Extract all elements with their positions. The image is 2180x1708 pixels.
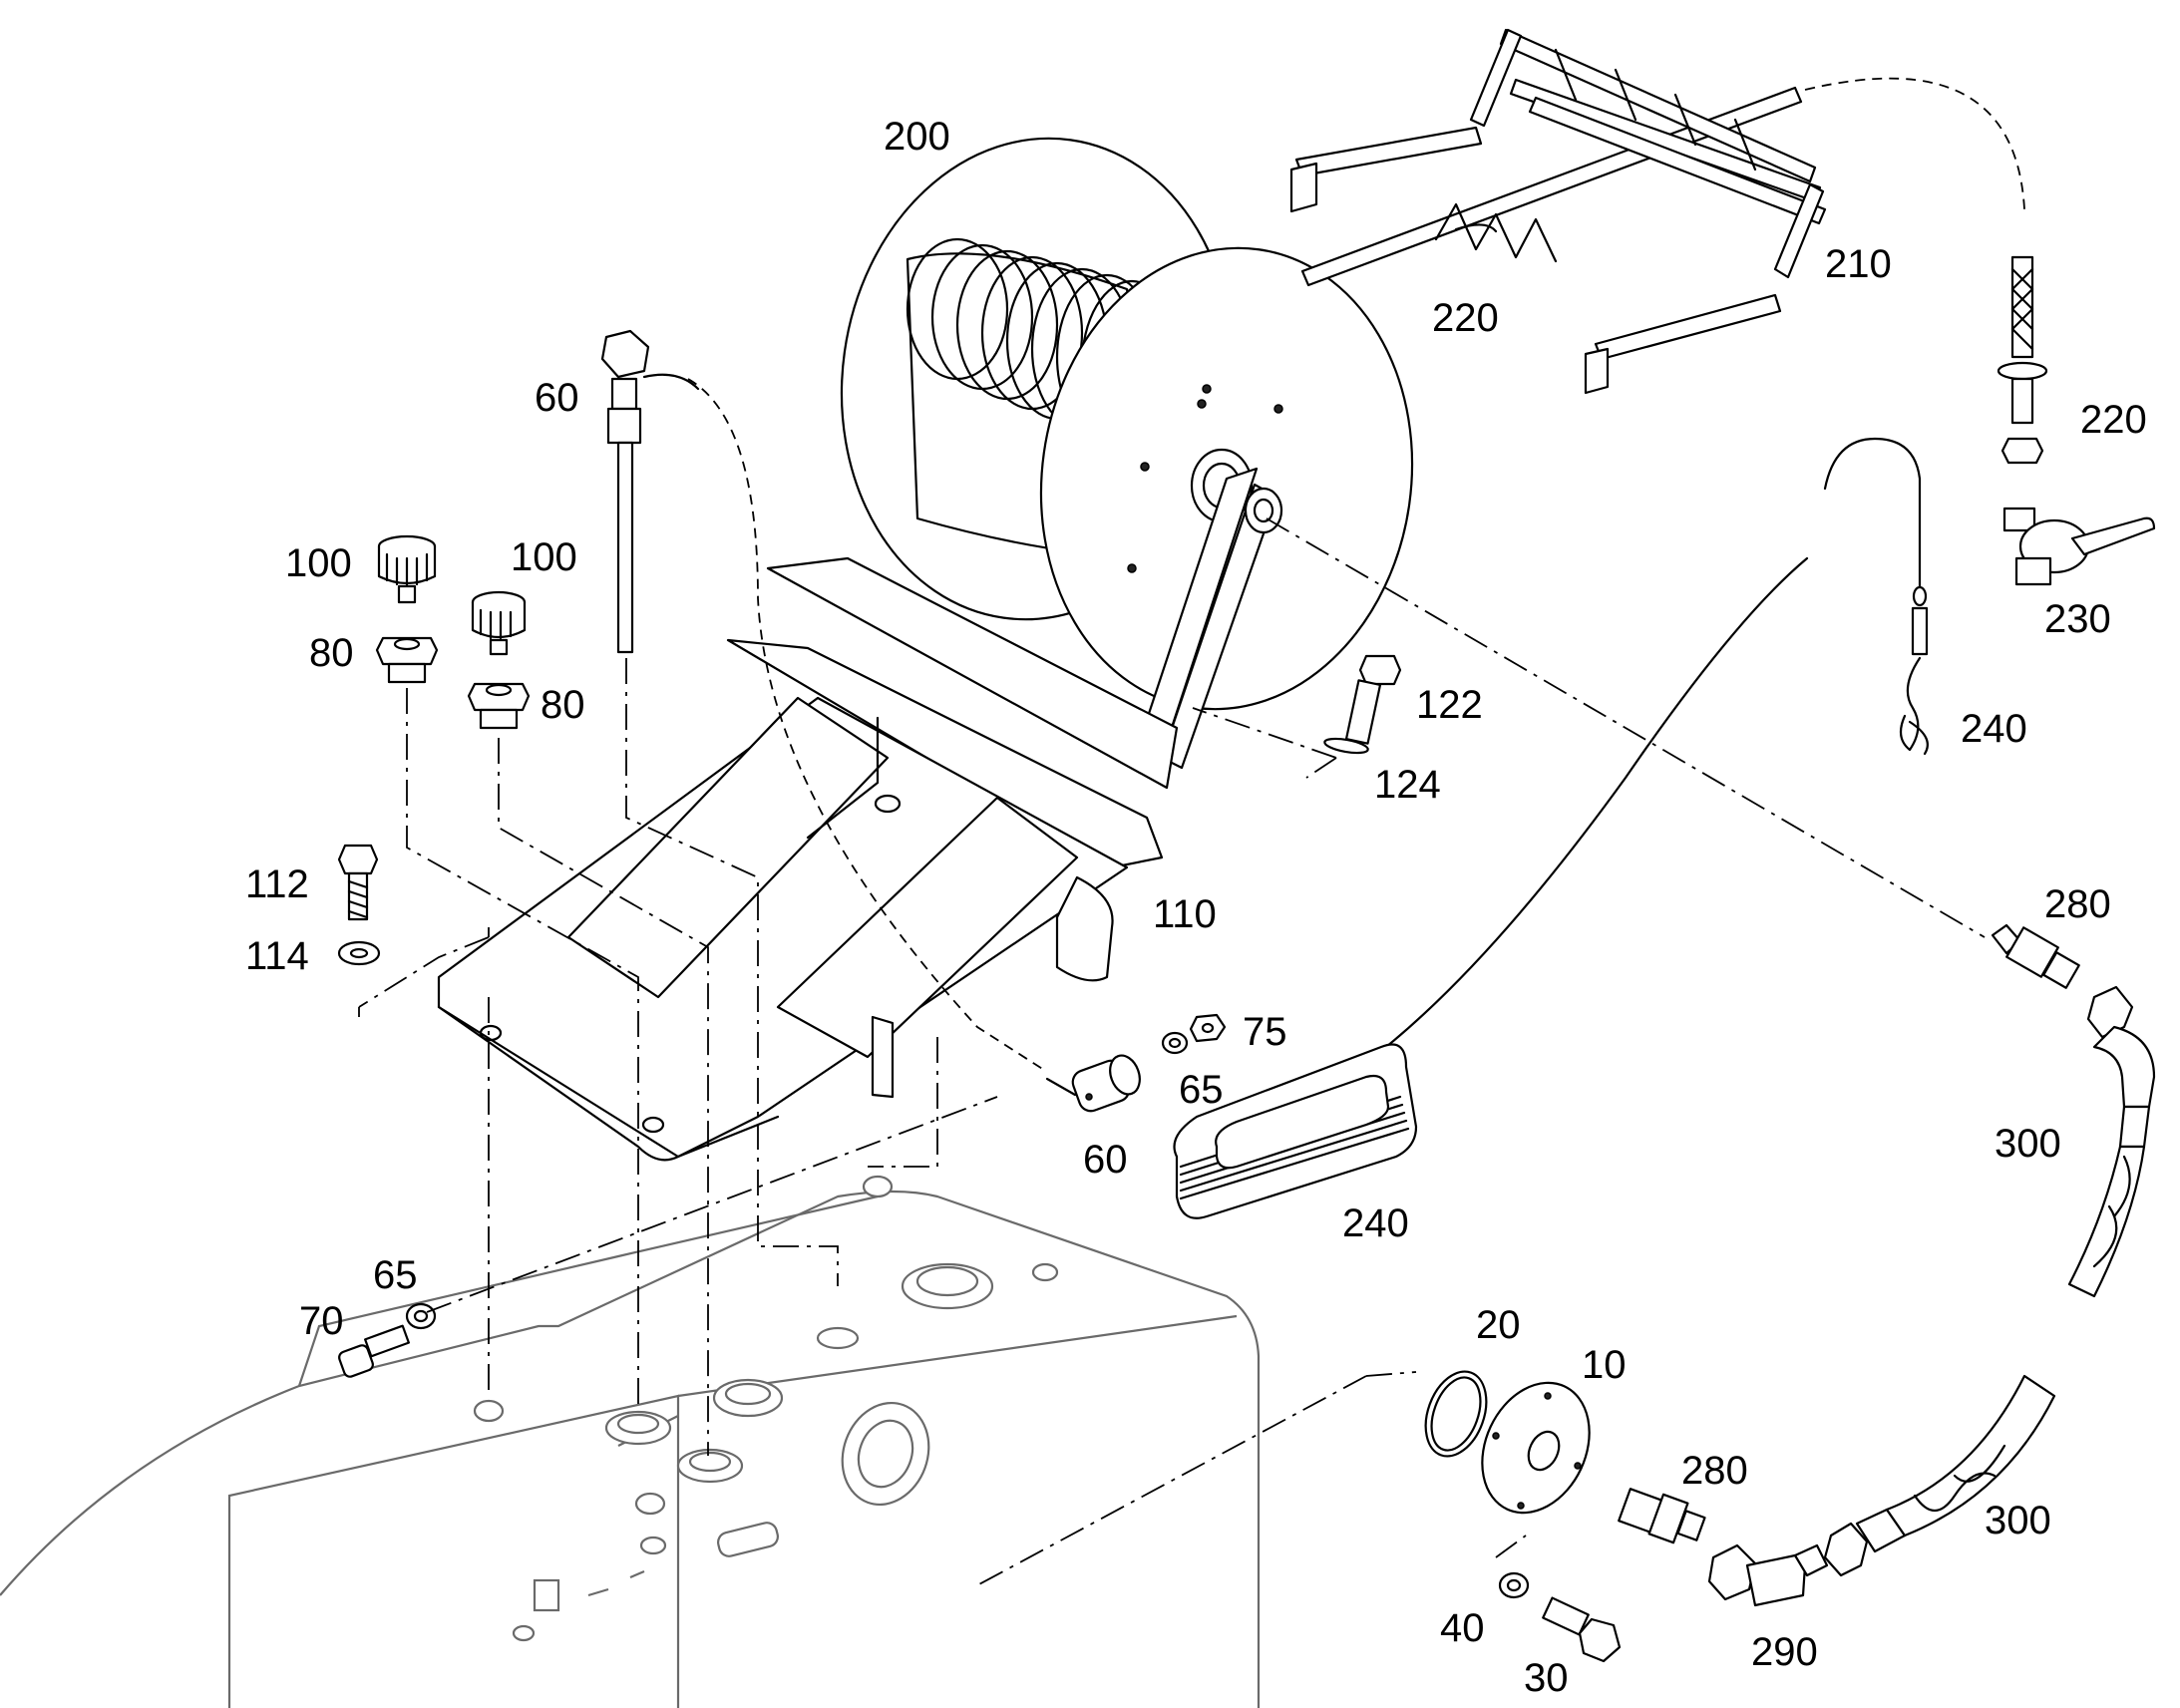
hose-guide <box>1289 28 1827 395</box>
cable-240 <box>1384 437 1929 1049</box>
callout-112: 112 <box>245 862 309 906</box>
screw-70 <box>338 1324 410 1378</box>
callout-75: 75 <box>1243 1010 1287 1054</box>
callout-110: 110 <box>1153 892 1217 936</box>
cap-100-left <box>377 534 437 604</box>
cable-coil-240 <box>1173 1043 1418 1219</box>
callout-65: 65 <box>373 1253 418 1297</box>
fitting-80-left <box>375 636 439 684</box>
hose-reel <box>766 137 1414 790</box>
washer-40 <box>1498 1571 1530 1599</box>
callout-114: 114 <box>245 934 309 978</box>
reel-frame <box>437 638 1164 1162</box>
ball-valve-230 <box>2002 507 2156 586</box>
callout-122: 122 <box>1416 683 1483 727</box>
callout-200: 200 <box>884 115 950 159</box>
callout-280: 280 <box>1681 1449 1748 1493</box>
callout-30: 30 <box>1524 1656 1569 1700</box>
cap-100-right <box>471 590 527 656</box>
callout-80: 80 <box>309 631 354 675</box>
callout-80: 80 <box>541 683 585 727</box>
callout-210: 210 <box>1825 242 1892 286</box>
leader-lines <box>358 77 2025 1586</box>
callout-240: 240 <box>1342 1201 1409 1245</box>
washer-65-upper <box>1161 1031 1189 1055</box>
nipple-280-upper <box>1991 923 2080 989</box>
elbow-290 <box>1707 1543 1829 1607</box>
hose-end-220 <box>1997 255 2048 465</box>
callout-230: 230 <box>2044 597 2111 641</box>
o-ring-20 <box>1424 1370 1488 1458</box>
flange-10 <box>1481 1381 1591 1515</box>
nut-75 <box>1189 1013 1227 1043</box>
callout-300: 300 <box>1985 1499 2051 1542</box>
callout-280: 280 <box>2044 882 2111 926</box>
dipstick <box>600 329 700 654</box>
callout-100: 100 <box>285 541 352 585</box>
tank-body <box>0 1175 1261 1708</box>
callout-70: 70 <box>299 1299 344 1343</box>
washer-124 <box>1323 737 1369 755</box>
callout-124: 124 <box>1374 763 1441 807</box>
callout-60: 60 <box>535 376 579 420</box>
washer-114 <box>337 940 381 966</box>
nipple-280-lower <box>1618 1488 1706 1544</box>
callout-240: 240 <box>1961 707 2027 751</box>
callout-10: 10 <box>1582 1343 1627 1387</box>
callout-20: 20 <box>1476 1303 1521 1347</box>
callout-220: 220 <box>2080 398 2147 442</box>
bolt-30 <box>1542 1596 1622 1663</box>
bolt-112 <box>337 844 379 921</box>
callout-220: 220 <box>1432 296 1499 340</box>
callout-65: 65 <box>1179 1068 1224 1112</box>
callout-300: 300 <box>1995 1122 2061 1166</box>
callout-60: 60 <box>1083 1138 1128 1182</box>
callout-labels: 200 210 220 220 230 240 240 60 60 100 10… <box>245 115 2147 1700</box>
hose-300-upper <box>2067 985 2156 1298</box>
callout-290: 290 <box>1751 1630 1818 1674</box>
washer-65-lower <box>405 1302 437 1330</box>
callout-40: 40 <box>1440 1606 1485 1650</box>
bolt-122 <box>1344 654 1402 745</box>
hose-300-lower <box>1823 1374 2056 1577</box>
callout-100: 100 <box>511 535 577 579</box>
sender-60-lower <box>1045 1054 1141 1113</box>
fitting-80-right <box>467 682 531 730</box>
